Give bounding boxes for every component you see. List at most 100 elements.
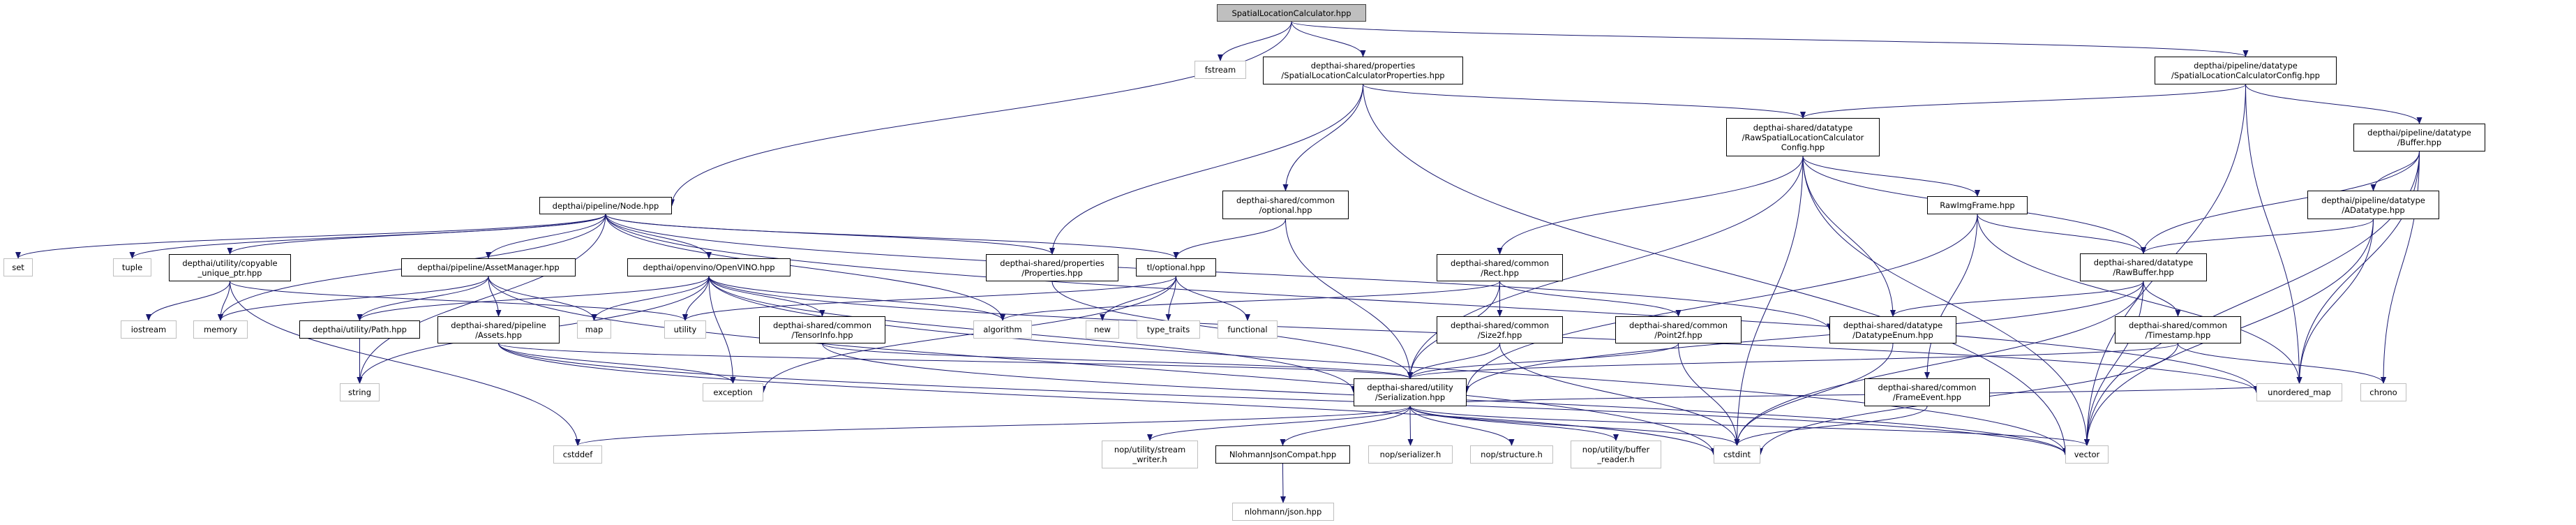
graph-node-copyable[interactable]: depthai/utility/copyable _unique_ptr.hpp	[169, 254, 291, 281]
edge-rawbuffer-to-cstdint	[1734, 281, 2144, 446]
edge-node-to-copyable	[227, 214, 606, 255]
edge-serialization-to-streamwriter	[1147, 406, 1411, 441]
graph-node-root[interactable]: SpatialLocationCalculator.hpp	[1217, 4, 1366, 22]
graph-node-frameevent[interactable]: depthai-shared/common /FrameEvent.hpp	[1864, 378, 1990, 406]
graph-node-tloptional[interactable]: tl/optional.hpp	[1136, 258, 1216, 276]
graph-node-properties[interactable]: depthai-shared/properties /Properties.hp…	[986, 254, 1118, 281]
edge-node-to-openvino	[605, 214, 712, 259]
graph-node-assetmgr[interactable]: depthai/pipeline/AssetManager.hpp	[401, 258, 576, 276]
edge-tloptional-to-utility	[682, 276, 1176, 321]
edge-serialization-to-cstddef	[575, 406, 1411, 446]
edge-node-to-algorithm	[605, 214, 1005, 321]
graph-node-rawslc[interactable]: depthai-shared/datatype /RawSpatialLocat…	[1726, 118, 1880, 156]
edge-buffer-to-adatatype	[2370, 151, 2420, 191]
edge-rect-to-algorithm	[1000, 281, 1500, 321]
edge-slcprops-to-cmnoptional	[1282, 84, 1363, 191]
edge-size2f-to-serialization	[1407, 343, 1500, 379]
edge-rawslc-to-vector	[1802, 156, 2090, 446]
edge-assets-to-serialization	[498, 343, 1413, 379]
edge-serialization-to-structure	[1409, 406, 1515, 446]
graph-node-slcconfig[interactable]: depthai/pipeline/datatype /SpatialLocati…	[2155, 57, 2337, 84]
graph-node-exception: exception	[703, 383, 763, 401]
edge-assets-to-vector	[498, 343, 2068, 455]
edge-rawslc-to-cstdint	[1734, 156, 1804, 446]
graph-node-rawbuffer[interactable]: depthai-shared/datatype /RawBuffer.hpp	[2080, 253, 2207, 281]
edge-serialization-to-serializer	[1407, 406, 1414, 446]
edge-node-to-string	[357, 214, 606, 384]
graph-node-point2f[interactable]: depthai-shared/common /Point2f.hpp	[1615, 316, 1742, 343]
graph-node-string: string	[340, 383, 380, 401]
edge-rawimg-to-frameevent	[1924, 214, 1978, 379]
edge-rawslc-to-rect	[1497, 156, 1804, 255]
graph-node-algorithm: algorithm	[973, 320, 1032, 339]
edge-assets-to-exception	[498, 343, 736, 384]
edge-assetmgr-to-assets	[488, 276, 502, 317]
edge-root-to-slcprops	[1291, 21, 1366, 57]
edge-rawbuffer-to-vector	[2084, 281, 2144, 446]
graph-node-bufreader: nop/utility/buffer _reader.h	[1571, 441, 1661, 468]
graph-node-rawimg[interactable]: RawImgFrame.hpp	[1927, 196, 2028, 214]
graph-node-streamwriter: nop/utility/stream _writer.h	[1102, 441, 1198, 468]
graph-node-cmnoptional[interactable]: depthai-shared/common /optional.hpp	[1222, 191, 1349, 219]
graph-node-adatatype[interactable]: depthai/pipeline/datatype /ADatatype.hpp	[2307, 191, 2439, 219]
graph-node-cstdint: cstdint	[1714, 445, 1760, 464]
graph-node-tensorinfo[interactable]: depthai-shared/common /TensorInfo.hpp	[759, 316, 885, 343]
edge-copyable-to-cstddef	[230, 281, 581, 446]
edge-openvino-to-map	[591, 276, 710, 321]
edge-root-to-fstream	[1218, 21, 1292, 61]
graph-node-tuple: tuple	[113, 258, 151, 276]
edge-timestamp-to-serialization	[1407, 343, 2178, 379]
edge-timestamp-to-chrono	[2178, 343, 2386, 384]
edge-node-to-umap	[605, 214, 2259, 393]
edge-node-to-set	[15, 214, 606, 259]
edge-rawbuffer-to-serialization	[1464, 281, 2144, 393]
graph-node-serializer: nop/serializer.h	[1368, 445, 1453, 464]
graph-node-fstream: fstream	[1195, 61, 1246, 79]
graph-node-set: set	[3, 258, 33, 276]
edge-copyable-to-utility	[230, 281, 688, 321]
graph-node-buffer[interactable]: depthai/pipeline/datatype /Buffer.hpp	[2353, 124, 2485, 151]
graph-node-timestamp[interactable]: depthai-shared/common /Timestamp.hpp	[2115, 316, 2241, 343]
edge-copyable-to-iostream	[146, 281, 230, 321]
edge-node-to-tuple	[129, 214, 606, 259]
graph-node-functional: functional	[1218, 320, 1278, 339]
graph-node-map: map	[577, 320, 611, 339]
edge-tloptional-to-new	[1100, 276, 1176, 321]
graph-node-path[interactable]: depthai/utility/Path.hpp	[299, 320, 420, 339]
graph-node-openvino[interactable]: depthai/openvino/OpenVINO.hpp	[627, 258, 791, 276]
edge-assetmgr-to-cstdint	[488, 276, 1716, 455]
edge-serialization-to-umap	[1409, 383, 2302, 407]
edge-size2f-to-cstdint	[1499, 343, 1740, 446]
edge-tloptional-to-typetraits	[1165, 276, 1176, 321]
edge-openvino-to-tensorinfo	[708, 276, 825, 317]
edge-slcprops-to-properties	[1049, 84, 1363, 255]
graph-node-serialization[interactable]: depthai-shared/utility /Serialization.hp…	[1354, 378, 1467, 406]
graph-node-slcprops[interactable]: depthai-shared/properties /SpatialLocati…	[1263, 57, 1463, 84]
edge-rawslc-to-dtenum	[1802, 156, 1896, 317]
graph-node-rect[interactable]: depthai-shared/common /Rect.hpp	[1437, 254, 1563, 281]
edge-tensorinfo-to-serialization	[822, 343, 1413, 379]
edge-point2f-to-cstdint	[1678, 343, 1740, 446]
edge-node-to-tloptional	[605, 214, 1179, 259]
graph-node-njcompat[interactable]: NlohmannJsonCompat.hpp	[1215, 445, 1350, 464]
edge-rawslc-to-serialization	[1407, 156, 1804, 379]
edge-root-to-slcconfig	[1291, 21, 2249, 57]
edge-slcconfig-to-umap	[2245, 84, 2302, 384]
edge-openvino-to-algorithm	[708, 276, 1005, 321]
edge-openvino-to-exception	[708, 276, 736, 384]
edge-serialization-to-vector	[1409, 406, 2090, 446]
edge-rawimg-to-rawbuffer	[1977, 214, 2146, 254]
graph-node-node[interactable]: depthai/pipeline/Node.hpp	[539, 197, 672, 214]
graph-node-vector: vector	[2065, 445, 2109, 464]
edge-node-to-assetmgr	[486, 214, 606, 259]
edge-adatatype-to-umap	[2296, 219, 2374, 384]
graph-node-assets[interactable]: depthai-shared/pipeline /Assets.hpp	[437, 316, 560, 343]
edge-rect-to-point2f	[1499, 281, 1682, 317]
graph-node-size2f[interactable]: depthai-shared/common /Size2f.hpp	[1437, 316, 1563, 343]
graph-node-dtenum[interactable]: depthai-shared/datatype /DatatypeEnum.hp…	[1829, 316, 1956, 343]
edge-dtenum-to-cstdint	[1734, 343, 1894, 446]
graph-node-iostream: iostream	[121, 320, 177, 339]
graph-node-memory: memory	[193, 320, 248, 339]
edge-rawslc-to-rawimg	[1802, 156, 1980, 197]
